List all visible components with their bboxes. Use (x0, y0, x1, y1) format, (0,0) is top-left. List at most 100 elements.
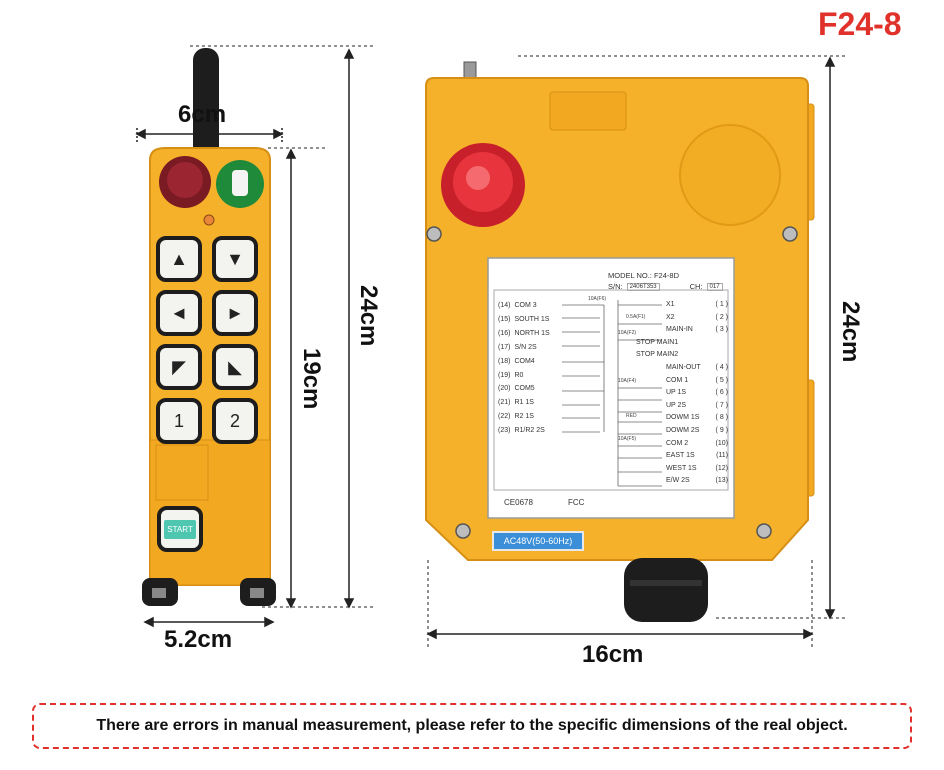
right-terminal-row: UP 1S ( 6 ) (636, 387, 728, 400)
receiver-dimension-lines (426, 55, 846, 650)
down-right-arrow-button[interactable]: ◣ (212, 344, 258, 390)
start-button[interactable]: START (157, 506, 203, 552)
button-2[interactable]: 2 (212, 398, 258, 444)
right-terminal-row: STOP MAIN2 (636, 349, 728, 362)
transmitter-body-height-label: 19cm (298, 348, 325, 410)
terminal-name: WEST 1S (666, 464, 697, 472)
terminal-number: (12) (715, 464, 728, 472)
terminal-name: R1/R2 2S (514, 427, 545, 435)
terminal-name: STOP MAIN1 (636, 338, 679, 346)
terminal-number: (15) (498, 315, 511, 323)
terminal-name: X1 (666, 301, 675, 308)
terminal-number: ( 3 ) (715, 326, 728, 334)
terminal-name: R2 1S (514, 413, 534, 421)
left-terminal-row: (22)R2 1S (498, 410, 564, 424)
left-terminal-row: (20)COM5 (498, 382, 564, 396)
ch-label: CH: (689, 282, 703, 291)
antenna (193, 48, 219, 168)
terminal-number: (16) (498, 329, 511, 337)
up-left-arrow-button[interactable]: ◤ (156, 344, 202, 390)
button-1-label: 1 (173, 410, 184, 431)
terminal-name: NORTH 1S (514, 329, 550, 337)
model-no-label: MODEL NO.: F24-8D (608, 271, 679, 280)
measurement-disclaimer: There are errors in manual measurement, … (32, 703, 912, 749)
right-terminal-row: E/W 2S (13) (636, 475, 728, 488)
right-terminal-row: MAIN-OUT ( 4 ) (636, 362, 728, 375)
wiring-label-panel (487, 257, 735, 519)
terminal-name: MAIN-IN (666, 326, 693, 334)
terminal-number: ( 1 ) (715, 301, 728, 308)
left-arrow-button[interactable]: ◄ (156, 290, 202, 336)
terminal-name: COM 1 (666, 376, 689, 384)
terminal-name: MAIN-OUT (666, 363, 701, 371)
down-arrow-button[interactable]: ▼ (212, 236, 258, 282)
fuse-label: 10A(F4) (618, 378, 637, 384)
terminal-number: ( 5 ) (715, 376, 728, 384)
left-terminal-list: (14)COM 3(15)SOUTH 1S(16)NORTH 1S(17)S/N… (498, 299, 564, 438)
sn-value: 2406T353 (626, 282, 660, 291)
terminal-name: STOP MAIN2 (636, 351, 679, 359)
terminal-name: E/W 2S (666, 477, 690, 485)
left-terminal-row: (15)SOUTH 1S (498, 313, 564, 327)
transmitter-height-label: 24cm (355, 285, 382, 347)
terminal-number: ( 6 ) (715, 389, 728, 397)
terminal-number: (19) (498, 371, 511, 379)
voltage-label: AC48V(50-60Hz) (492, 531, 584, 551)
up-arrow-button[interactable]: ▲ (156, 236, 202, 282)
terminal-name: R0 (514, 371, 524, 379)
fuse-label: RED (626, 413, 637, 419)
terminal-number: (11) (716, 452, 728, 460)
fuse-label: 10A(F5) (618, 436, 637, 442)
terminal-name: COM 2 (666, 439, 689, 447)
fcc-mark: FCC (568, 498, 585, 507)
transmitter-dimension-lines (135, 45, 376, 628)
terminal-number: (13) (715, 477, 728, 485)
receiver-height-label: 24cm (837, 301, 864, 363)
left-terminal-row: (23)R1/R2 2S (498, 424, 564, 438)
ce-mark: CE0678 (504, 498, 533, 507)
terminal-name: COM5 (514, 385, 535, 393)
left-terminal-row: (19)R0 (498, 369, 564, 383)
right-terminal-row: EAST 1S(11) (636, 450, 728, 463)
terminal-number: (21) (498, 399, 511, 407)
terminal-name: COM 3 (514, 302, 537, 309)
right-arrow-button[interactable]: ► (212, 290, 258, 336)
left-terminal-row: (18)COM4 (498, 355, 564, 369)
disclaimer-text: There are errors in manual measurement, … (96, 717, 848, 734)
terminal-name: X2 (666, 313, 675, 321)
terminal-number: (10) (715, 439, 728, 447)
transmitter-keypad: .kbtn { position:absolute; width:46px; h… (156, 236, 260, 446)
terminal-number: (22) (498, 413, 511, 421)
terminal-number: (20) (498, 385, 511, 393)
left-terminal-row: (14)COM 3 (498, 299, 564, 313)
wiring-schematic (562, 300, 662, 487)
fuse-label: 10A(F2) (618, 330, 637, 336)
terminal-name: UP 2S (666, 401, 687, 409)
screw-icons (426, 226, 798, 539)
terminal-number: ( 7 ) (715, 401, 728, 409)
terminal-number: (23) (498, 427, 511, 435)
right-terminal-row: X2 ( 2 ) (636, 312, 728, 325)
terminal-name: DOWM 2S (666, 426, 700, 434)
terminal-name: DOWM 1S (666, 414, 700, 422)
terminal-name: SOUTH 1S (514, 315, 550, 323)
left-terminal-row: (16)NORTH 1S (498, 327, 564, 341)
transmitter-base-width-label: 5.2cm (164, 626, 233, 653)
terminal-number: ( 2 ) (715, 313, 728, 321)
transmitter-width-label: 6cm (178, 101, 227, 128)
terminal-name: UP 1S (666, 389, 687, 397)
terminal-name: S/N 2S (514, 343, 537, 351)
terminal-number: ( 4 ) (715, 363, 728, 371)
right-terminal-row: DOWM 2S ( 9 ) (636, 425, 728, 438)
terminal-number: ( 8 ) (715, 414, 728, 422)
sn-label: S/N: (608, 282, 623, 291)
start-label: START (164, 519, 196, 539)
right-terminal-row: X1 ( 1 ) (636, 299, 728, 312)
terminal-number: (18) (498, 357, 511, 365)
right-terminal-row: COM 2 (10) (636, 438, 728, 451)
terminal-name: COM4 (514, 357, 535, 365)
terminal-number: ( 9 ) (715, 426, 728, 434)
button-1[interactable]: 1 (156, 398, 202, 444)
right-terminal-row: STOP MAIN1 (636, 337, 728, 350)
